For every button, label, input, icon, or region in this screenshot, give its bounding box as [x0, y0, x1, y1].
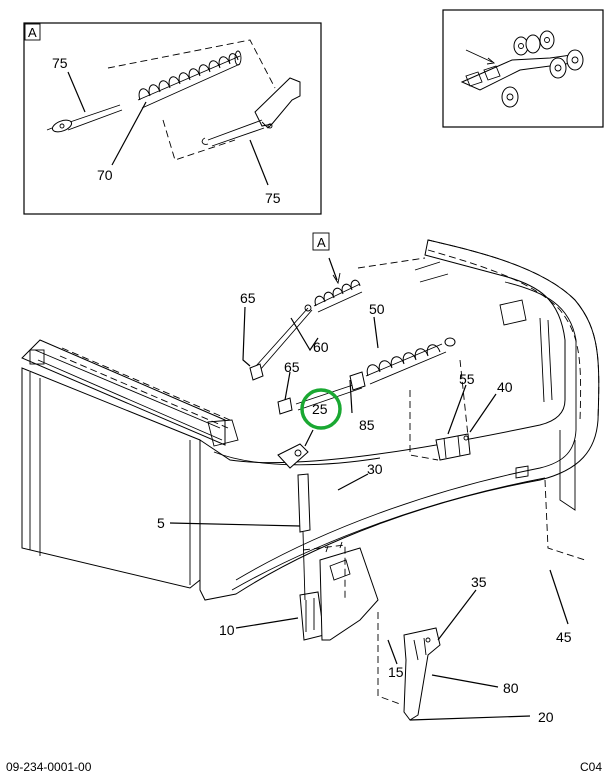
fender-panel	[199, 239, 600, 601]
hood-support-bracket	[299, 541, 379, 641]
phantom-line-top	[357, 257, 426, 269]
phantom-box-15	[377, 612, 401, 705]
view-a-letter: A	[317, 235, 326, 250]
inset-a-frame	[23, 22, 322, 215]
callout-80[interactable]: 80	[503, 680, 519, 696]
inset-leader-75a	[67, 71, 86, 113]
inset-bracket-75	[201, 77, 301, 147]
callout-65-lower[interactable]: 65	[284, 359, 300, 375]
locator-arrow	[465, 49, 493, 63]
inset-callout-75b: 75	[265, 190, 281, 206]
inset-phantom-box	[107, 39, 276, 161]
callout-55[interactable]: 55	[459, 371, 475, 387]
drawing-number: 09-234-0001-00	[6, 760, 92, 774]
highlight-circle	[300, 388, 342, 430]
callout-30[interactable]: 30	[367, 461, 383, 477]
phantom-box-lower	[302, 544, 346, 600]
callout-40[interactable]: 40	[497, 379, 513, 395]
inset-rod-75	[46, 104, 123, 133]
truck-wheels	[501, 30, 584, 108]
hood-hinge-bracket	[403, 627, 441, 721]
callout-20[interactable]: 20	[538, 709, 554, 725]
truck-locator-frame	[442, 9, 604, 128]
radiator-frame	[21, 339, 239, 589]
callout-85[interactable]: 85	[359, 417, 375, 433]
inset-leader-75b	[249, 139, 269, 186]
callouts: 65 60 50 65 85 55 40 30 5 10 35 15 45 80…	[157, 290, 572, 725]
callout-15[interactable]: 15	[388, 664, 404, 680]
callout-25[interactable]: 25	[312, 401, 328, 417]
view-a-marker: A	[312, 232, 341, 285]
bracket-40-55	[435, 433, 471, 461]
phantom-box-55	[409, 390, 439, 461]
leader-lines	[169, 306, 569, 721]
inset-leader-70	[111, 101, 147, 166]
callout-10[interactable]: 10	[219, 622, 235, 638]
inset-callout-75a: 75	[52, 55, 68, 71]
inset-a-letter-box	[24, 23, 41, 41]
spring-60-assembly	[249, 279, 363, 381]
spring-50-assembly	[277, 337, 456, 415]
callout-45[interactable]: 45	[556, 629, 572, 645]
inset-spring-70	[137, 50, 242, 109]
truck-locator-inset	[442, 9, 604, 128]
gas-strut-5	[277, 443, 311, 601]
phantom-box-45	[544, 479, 586, 561]
callout-65-upper[interactable]: 65	[240, 290, 256, 306]
page-code: C04	[580, 760, 602, 774]
inset-a: A 75 70 75	[23, 22, 322, 215]
callout-60[interactable]: 60	[313, 339, 329, 355]
callout-35[interactable]: 35	[471, 574, 487, 590]
inset-callout-70: 70	[97, 167, 113, 183]
callout-5[interactable]: 5	[157, 515, 165, 531]
callout-50[interactable]: 50	[369, 301, 385, 317]
inset-a-letter: A	[28, 25, 37, 40]
